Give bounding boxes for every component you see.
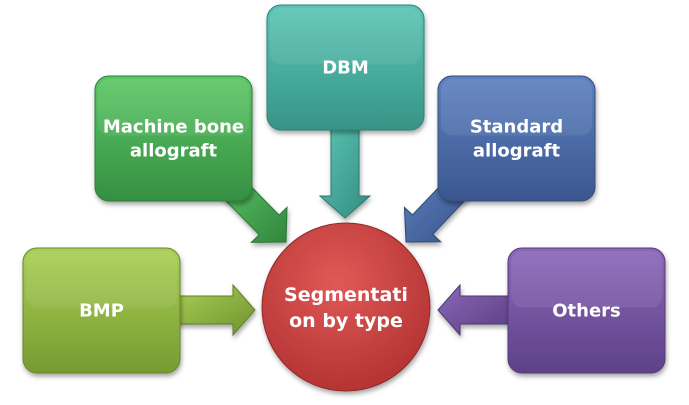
machine-bone-allograft-label-line: Machine bone [103,117,244,138]
center-label-line: Segmentati [284,284,408,306]
bmp-label-line: BMP [79,301,124,322]
standard-allograft-label-line: Standard [470,117,563,138]
standard-allograft-gloss [441,79,592,136]
standard-allograft-label-line: allograft [473,141,561,162]
bmp-gloss [26,251,177,308]
others-arrow [437,283,516,337]
standard-allograft-node: Standard allograft [437,75,596,202]
center-node: Segmentati on by type [261,222,431,392]
center-label-line: on by type [289,310,403,332]
machine-bone-allograft-box [94,75,253,202]
dbm-label-line: DBM [322,58,369,79]
bmp-arrow [174,283,256,337]
dbm-gloss [270,8,421,65]
center-circle [261,222,431,392]
others-label-line: Others [552,301,621,322]
others-box [507,247,666,374]
dbm-arrow [318,124,372,219]
machine-bone-allograft-node: Machine bone allograft [94,75,253,202]
standard-allograft-box [437,75,596,202]
machine-bone-allograft-label-line: allograft [130,141,218,162]
nodes-layer: DBM Machine bone allograft Standard allograf… [22,4,666,374]
others-gloss [511,251,662,308]
dbm-node: DBM [266,4,425,131]
others-node: Others [507,247,666,374]
bmp-node: BMP [22,247,181,374]
bmp-box [22,247,181,374]
dbm-box [266,4,425,131]
machine-bone-allograft-gloss [98,79,249,136]
center-layer: Segmentati on by type [261,222,431,392]
